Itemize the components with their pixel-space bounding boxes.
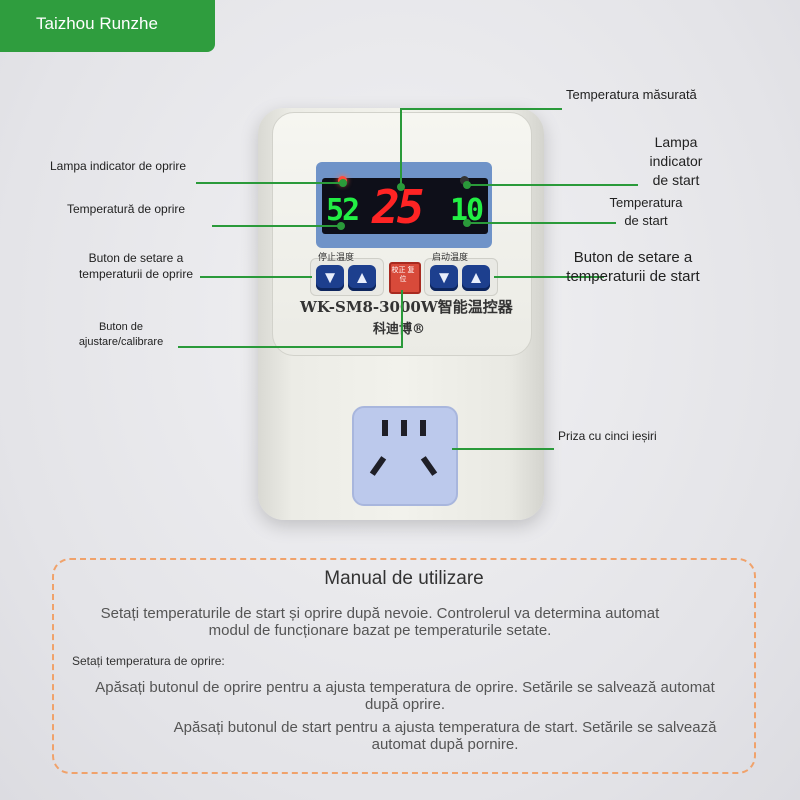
start-indicator-led <box>460 176 469 185</box>
display-screen <box>322 178 488 234</box>
device-brand-label: 科迪博® <box>373 322 426 337</box>
outlet-slot <box>401 420 407 436</box>
start-temp-down-button[interactable]: ▼ <box>430 265 458 291</box>
measured-temp-label: Temperatura măsurată <box>566 87 697 102</box>
manual-paragraph: Apăsați butonul de oprire pentru a ajust… <box>95 679 715 713</box>
brand-banner: Taizhou Runzhe <box>0 0 215 52</box>
start-temp-up-button[interactable]: ▲ <box>462 265 490 291</box>
adjust-button-label: Buton de ajustare/calibrare <box>78 321 164 348</box>
leader-dot <box>463 219 471 227</box>
leader-line <box>400 108 402 188</box>
triangle-down-icon: ▼ <box>321 268 339 287</box>
stop-button-label: Buton de setare a temperaturii de oprire <box>78 251 194 281</box>
leader-dot <box>397 183 405 191</box>
brand-name: Taizhou Runzhe <box>36 14 158 33</box>
calibration-reset-button[interactable] <box>389 262 421 294</box>
leader-line <box>466 222 616 224</box>
manual-subheading: Setați temperatura de oprire: <box>72 654 225 668</box>
reset-button-label: 校正 复位 <box>391 267 415 283</box>
leader-line <box>452 448 554 450</box>
manual-box <box>52 558 756 774</box>
stop-temp-up-button[interactable]: ▲ <box>348 265 376 291</box>
stop-lamp-label: Lampa indicator de oprire <box>50 159 187 173</box>
stop-temp-label: Temperatură de oprire <box>67 202 186 216</box>
start-group-label: 启动温度 <box>432 252 469 262</box>
start-button-label: Buton de setare a temperaturii de start <box>566 249 700 285</box>
manual-title: Manual de utilizare <box>324 568 484 589</box>
model-label: WK-SM8-3000W智能温控器 <box>300 298 513 316</box>
leader-line <box>400 108 562 110</box>
leader-line <box>401 290 403 348</box>
leader-line <box>494 276 604 278</box>
manual-paragraph: Setați temperaturile de start și oprire … <box>100 605 660 639</box>
triangle-up-icon: ▲ <box>353 268 371 287</box>
leader-line <box>178 346 402 348</box>
leader-line <box>200 276 312 278</box>
stop-group-label: 停止温度 <box>318 252 355 262</box>
leader-dot <box>463 181 471 189</box>
outlet-slot <box>420 420 426 436</box>
outlet-label: Priza cu cinci ieșiri <box>558 429 657 443</box>
stop-temp-down-button[interactable]: ▼ <box>316 265 344 291</box>
leader-dot <box>339 179 347 187</box>
leader-dot <box>337 222 345 230</box>
leader-line <box>212 225 340 227</box>
triangle-up-icon: ▲ <box>467 268 485 287</box>
triangle-down-icon: ▼ <box>435 268 453 287</box>
start-lamp-label: Lampa indicator de start <box>649 134 703 188</box>
outlet-slot <box>382 420 388 436</box>
leader-line <box>466 184 638 186</box>
start-temp-label: Temperatura de start <box>609 195 683 228</box>
leader-line <box>196 182 342 184</box>
manual-paragraph: Apăsați butonul de start pentru a ajusta… <box>173 719 717 753</box>
